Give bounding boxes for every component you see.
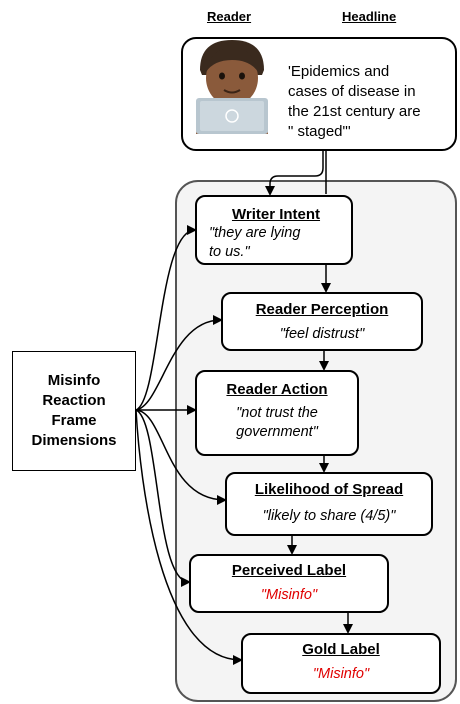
reader-action-box: Reader Action "not trust the government" xyxy=(195,370,359,456)
likelihood-spread-title: Likelihood of Spread xyxy=(254,481,404,498)
gold-label-title: Gold Label xyxy=(302,641,380,658)
misinfo-dimensions-box: Misinfo Reaction Frame Dimensions xyxy=(12,351,136,471)
writer-intent-quote: "they are lying xyxy=(209,225,301,241)
reader-perception-box: Reader Perception "feel distrust" xyxy=(221,292,423,351)
headline-line: cases of disease in xyxy=(288,83,416,100)
reader-action-title: Reader Action xyxy=(226,381,328,398)
headline-text: 'Epidemics and cases of disease in the 2… xyxy=(288,62,454,142)
writer-intent-box: Writer Intent "they are lying to us." xyxy=(195,195,353,265)
misinfo-line: Dimensions xyxy=(31,432,117,449)
reader-header: Reader xyxy=(207,9,252,24)
writer-intent-title: Writer Intent xyxy=(231,206,321,223)
reader-action-quote: "not trust the xyxy=(236,405,318,421)
reader-action-quote: government" xyxy=(236,424,318,440)
headline-line: 'Epidemics and xyxy=(288,63,390,80)
chain-arrows xyxy=(265,150,353,634)
person-with-laptop-icon xyxy=(196,40,268,134)
misinfo-line: Misinfo xyxy=(47,372,101,389)
gold-label-box: Gold Label "Misinfo" xyxy=(241,633,441,694)
perceived-label-title: Perceived Label xyxy=(231,562,347,579)
reader-perception-title: Reader Perception xyxy=(255,301,389,318)
reader-perception-quote: "feel distrust" xyxy=(279,326,365,342)
headline-line: " staged"' xyxy=(288,123,351,140)
dimension-arrows xyxy=(135,225,243,665)
misinfo-line: Frame xyxy=(51,412,97,429)
misinfo-line: Reaction xyxy=(42,392,106,409)
headline-header: Headline xyxy=(342,9,397,24)
likelihood-spread-box: Likelihood of Spread "likely to share (4… xyxy=(225,472,433,536)
gold-label-value: "Misinfo" xyxy=(312,666,370,682)
perceived-label-value: "Misinfo" xyxy=(260,587,318,603)
perceived-label-box: Perceived Label "Misinfo" xyxy=(189,554,389,613)
writer-intent-quote: to us." xyxy=(209,244,250,260)
headline-line: the 21st century are xyxy=(288,103,421,120)
likelihood-spread-quote: "likely to share (4/5)" xyxy=(262,508,396,524)
